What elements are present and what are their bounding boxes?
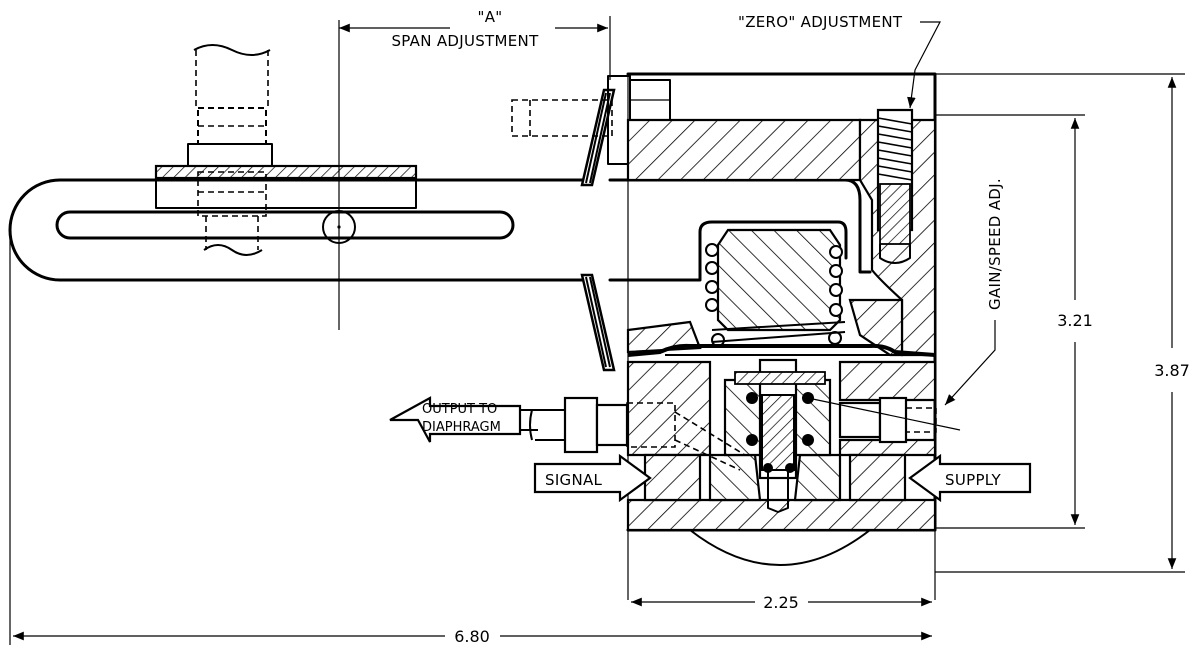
positioner-body	[626, 72, 937, 600]
dimension-6-80-value: 6.80	[454, 627, 490, 646]
span-a-label: "A"	[478, 8, 503, 26]
dimension-3-21	[935, 114, 1085, 529]
dimension-3-21-value: 3.21	[1057, 311, 1093, 330]
output-label-line1: OUTPUT TO	[422, 402, 497, 417]
output-fitting	[529, 396, 746, 471]
supply-arrow	[908, 453, 1032, 503]
span-leader	[338, 16, 611, 330]
span-adjustment-label: SPAN ADJUSTMENT	[391, 32, 539, 50]
dimension-3-87	[935, 73, 1185, 573]
zero-adjustment-label: "ZERO" ADJUSTMENT	[738, 13, 903, 31]
output-arrow	[389, 396, 538, 443]
output-label-line2: DIAPHRAGM	[422, 420, 501, 435]
dimension-2-25-value: 2.25	[763, 593, 799, 612]
gain-speed-label: GAIN/SPEED ADJ.	[986, 178, 1004, 310]
gain-speed-adjuster	[807, 396, 961, 444]
supply-label: SUPPLY	[945, 471, 1001, 489]
lever-clamp-bolt	[154, 44, 418, 256]
gain-speed-leader	[944, 320, 996, 406]
dimension-3-87-value: 3.87	[1154, 361, 1190, 380]
zero-leader	[907, 21, 941, 109]
lever-spring	[580, 88, 616, 372]
dimension-6-80	[9, 230, 932, 645]
signal-arrow	[533, 453, 652, 503]
signal-label: SIGNAL	[545, 471, 603, 489]
